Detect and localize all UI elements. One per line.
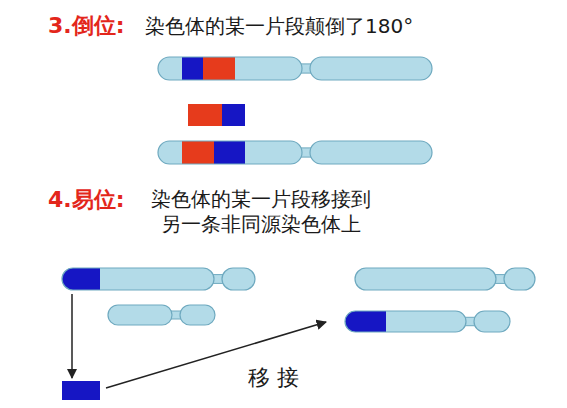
chromosome bbox=[62, 268, 255, 290]
chromosome bbox=[355, 268, 535, 290]
chromosome bbox=[158, 57, 432, 80]
chromosome bbox=[345, 311, 510, 332]
chromosome bbox=[158, 141, 432, 164]
moved-segment bbox=[62, 381, 100, 400]
chromosome bbox=[108, 305, 215, 325]
segment bbox=[188, 104, 222, 126]
section-heading: 3.倒位: bbox=[48, 12, 124, 40]
arrow-label: 移 接 bbox=[248, 364, 299, 392]
section-heading: 4.易位: bbox=[48, 186, 124, 214]
definition-text: 染色体的某一片段移接到 另一条非同源染色体上 bbox=[143, 187, 379, 237]
segment bbox=[222, 104, 245, 126]
move-arrow bbox=[71, 294, 73, 378]
definition-text: 染色体的某一片段颠倒了180° bbox=[145, 14, 413, 39]
